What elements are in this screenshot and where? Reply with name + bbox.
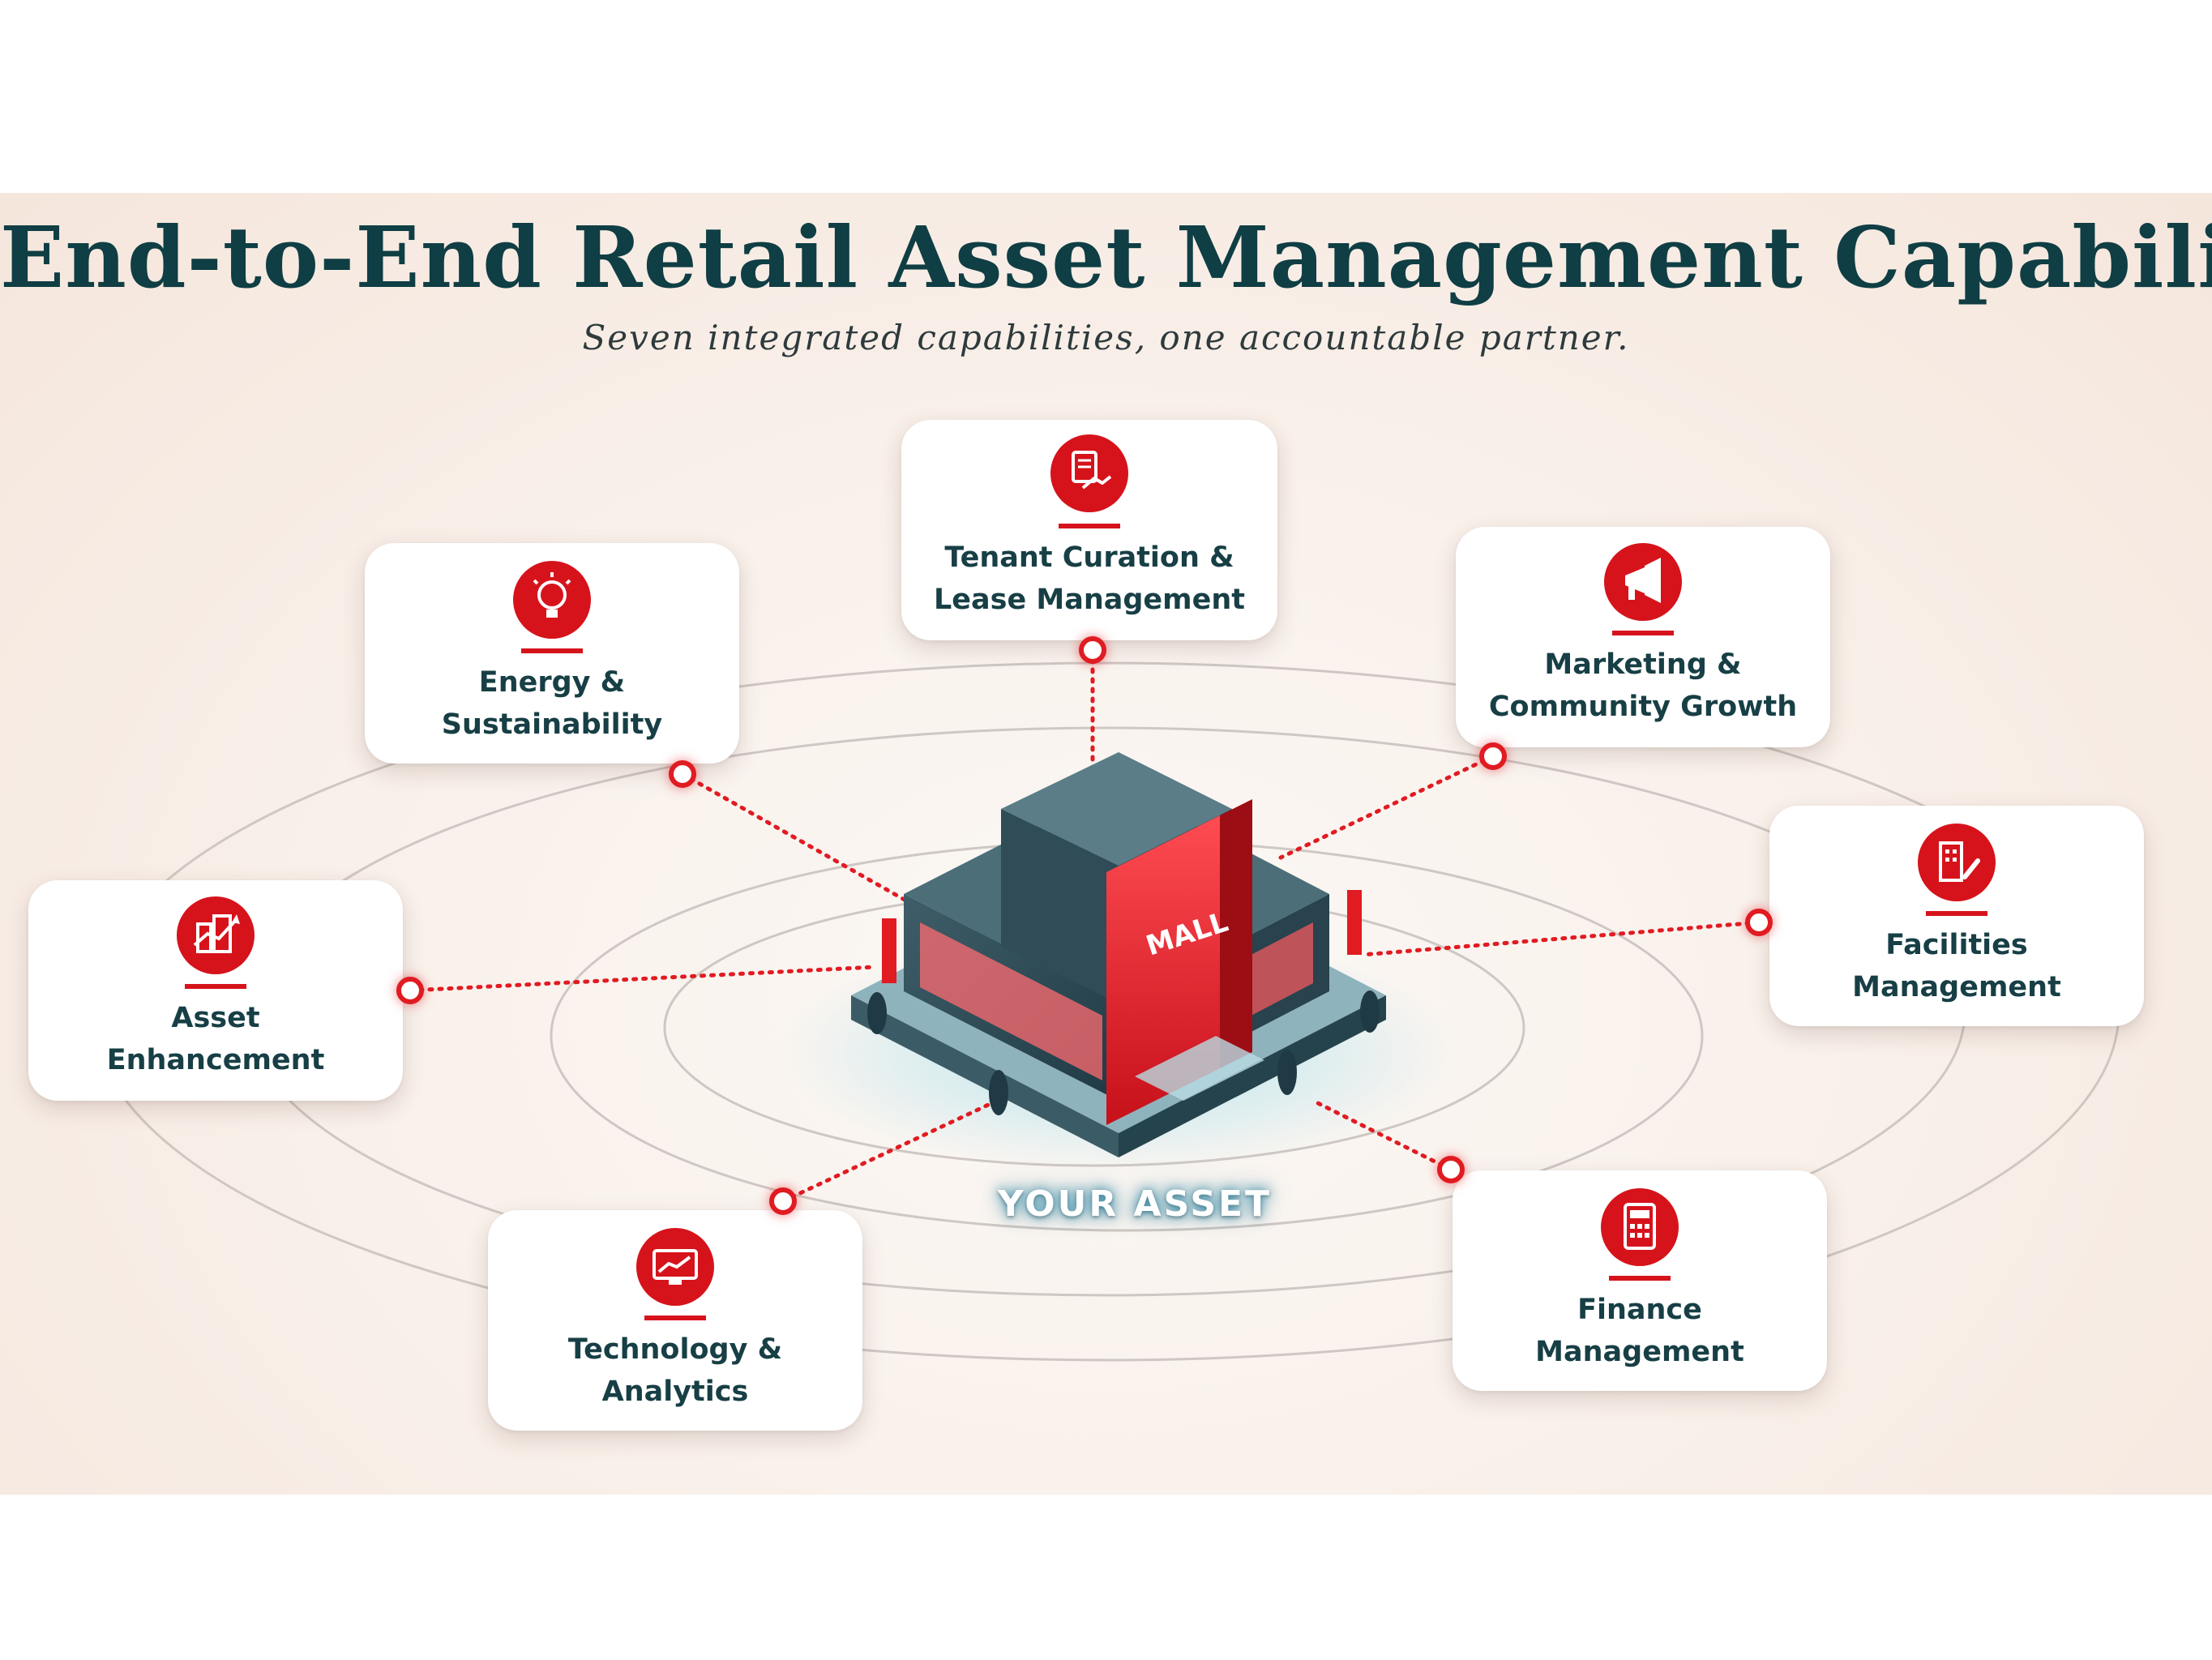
card-accent-bar [1926,911,1987,916]
card-label-line2: Analytics [601,1375,749,1408]
connector-finance [1311,1098,1453,1172]
card-label-line2: Management [1535,1336,1744,1368]
mall-building [851,752,1386,1157]
card-finance-management[interactable]: Finance Management [1453,1170,1827,1391]
card-asset-enhancement[interactable]: Asset Enhancement [28,880,403,1101]
card-label-line2: Sustainability [441,708,663,741]
connector-dot-technology [769,1187,797,1215]
page-title: End-to-End Retail Asset Management Capab… [0,208,2212,307]
connector-marketing [1278,754,1495,860]
connector-dot-tenant [1079,636,1106,664]
card-label-line1: Marketing & [1544,648,1742,681]
connector-dot-facilities [1745,909,1773,936]
card-accent-bar [1059,524,1120,528]
card-label-line1: Finance [1577,1294,1702,1326]
orbit-background: MALL [91,648,2120,1362]
card-label-line2: Enhancement [106,1044,325,1076]
card-label-line1: Facilities [1885,929,2028,961]
card-technology-analytics[interactable]: Technology & Analytics [488,1210,862,1431]
connector-dot-finance [1437,1156,1465,1183]
page-subtitle: Seven integrated capabilities, one accou… [582,318,1630,357]
connector-lines [408,648,1761,1204]
connector-dot-energy [669,760,696,788]
card-accent-bar [1609,1276,1671,1281]
card-label-line1: Energy & [478,666,626,699]
center-asset-label: YOUR ASSET [997,1183,1273,1225]
connector-facilities [1359,920,1761,957]
card-label-line2: Lease Management [933,584,1246,616]
diagram-panel: MALL End-to-End Retail Asset Management … [0,193,2212,1495]
card-facilities-management[interactable]: Facilities Management [1769,806,2144,1026]
building-growth-icon [177,896,255,974]
connector-technology [781,1098,999,1204]
analytics-monitor-icon [636,1228,714,1306]
connector-asset-enhancement [408,965,878,993]
connector-energy [680,772,918,909]
card-accent-bar [185,984,246,989]
card-marketing-community[interactable]: Marketing & Community Growth [1456,527,1830,747]
card-label-line2: Management [1852,971,2061,1003]
card-label-line1: Asset [171,1002,260,1034]
card-label-line1: Technology & [567,1333,783,1366]
connector-dot-marketing [1479,742,1507,770]
card-label-line1: Tenant Curation & [944,541,1234,574]
card-accent-bar [1612,631,1674,635]
card-label-line2: Community Growth [1488,691,1798,723]
card-accent-bar [521,648,583,653]
card-energy-sustainability[interactable]: Energy & Sustainability [365,543,739,764]
megaphone-icon [1604,543,1682,621]
card-accent-bar [644,1316,706,1320]
document-handshake-icon [1050,434,1128,512]
lightbulb-icon [513,561,591,639]
building-wrench-icon [1918,824,1996,901]
calculator-icon [1601,1188,1679,1266]
connector-dot-asset-enhancement [396,977,424,1004]
card-tenant-curation[interactable]: Tenant Curation & Lease Management [901,420,1277,640]
